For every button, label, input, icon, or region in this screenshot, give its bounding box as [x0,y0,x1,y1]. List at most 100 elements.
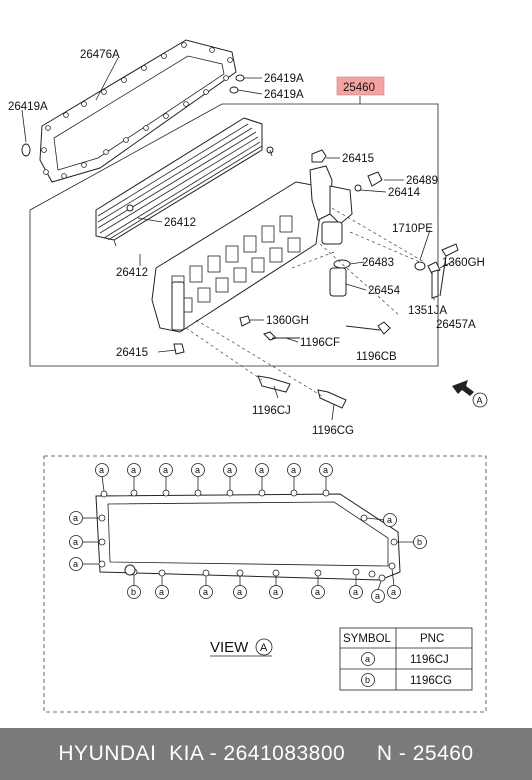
callout-1360gh-right: 1360GH [442,257,485,269]
svg-text:a: a [195,465,200,475]
callout-26476a: 26476A [80,49,120,61]
callout-26454: 26454 [368,285,401,297]
footer-text: HYUNDAI KIA - 2641083800 N - 25460 [58,742,474,765]
callout-25460: 25460 [343,82,375,94]
symbol-a: a [269,585,283,599]
washer-1351ja [431,269,439,299]
symbol-a: a [191,463,205,477]
callout-1196cb: 1196CB [356,351,397,363]
callout-1196cf: 1196CF [300,337,340,349]
symbol-b: b [127,585,141,599]
svg-text:b: b [131,587,136,597]
svg-text:a: a [353,587,358,597]
callout-26415-top: 26415 [342,153,374,165]
svg-text:b: b [417,537,422,547]
symbol-a: a [233,585,247,599]
table-row-pnc: 1196CJ [410,654,449,666]
callout-26419a-r1: 26419A [264,73,304,85]
svg-text:a: a [99,465,104,475]
oring-26419a-r2 [229,86,239,94]
callout-26419a-left: 26419A [8,101,48,113]
gasket-26476a [39,39,237,183]
symbol-a: a [69,535,83,549]
view-a-symbol-leaders [83,475,414,591]
svg-text:a: a [73,513,78,523]
assembly-dashed-lines [185,207,425,397]
svg-text:a: a [291,465,296,475]
table-row-symbol: a [365,654,370,664]
symbol-a: a [155,585,169,599]
highlight-25460 [336,76,385,96]
svg-text:a: a [163,465,168,475]
bolt-26457a [439,243,459,297]
nut-1360gh-lower [239,315,251,327]
view-a-symbols: a a a a a a a a a a a a b b a a a a a a … [69,463,427,603]
symbol-a: a [69,557,83,571]
valve-1710pe [414,261,426,271]
bolt-26415-left [173,343,185,355]
bolt-26415-top [311,149,327,163]
bolt-1196cg [317,389,347,409]
symbol-a: a [95,463,109,477]
svg-text:a: a [73,559,78,569]
callout-1196cj: 1196CJ [252,405,291,417]
symbol-a: a [383,513,397,527]
callout-1196cg: 1196CG [312,425,354,437]
svg-text:a: a [259,465,264,475]
view-a-label: VIEW [210,639,249,656]
plug-26489 [367,171,383,187]
oil-cooler-housing [151,165,353,333]
callout-26412-lower: 26412 [116,267,148,279]
filter-26454 [329,267,347,297]
symbol-a: a [255,463,269,477]
svg-text:a: a [387,515,392,525]
svg-text:a: a [375,591,380,601]
callout-26414: 26414 [388,187,421,199]
bolt-1196cf [263,331,300,341]
table-header-symbol: SYMBOL [343,633,392,645]
symbol-pnc-table: SYMBOL PNC a 1196CJ b 1196CG [339,627,473,691]
callout-1360gh-lower: 1360GH [266,315,309,327]
svg-text:a: a [203,587,208,597]
symbol-a: a [127,463,141,477]
symbol-a: a [159,463,173,477]
exploded-parts-diagram: 26476A 26419A 26419A 26419A 25460 26415 … [8,39,488,713]
assembly-outline [29,103,439,367]
oring-26419a-left [21,143,31,157]
view-direction-arrow [452,380,474,396]
symbol-a: a [311,585,325,599]
bolt-1196cj [257,375,291,393]
callout-1351ja: 1351JA [408,305,447,317]
oring-26414 [354,184,362,192]
symbol-a: a [69,511,83,525]
callout-26457a: 26457A [436,319,476,331]
seal-26483 [333,259,351,269]
symbol-a: a [223,463,237,477]
svg-text:a: a [131,465,136,475]
view-a-gasket [95,489,401,582]
symbol-a: a [199,585,213,599]
svg-text:a: a [391,587,396,597]
symbol-b: b [413,535,427,549]
callout-26483: 26483 [362,257,394,269]
callout-26489: 26489 [406,175,438,187]
symbol-a: a [319,463,333,477]
view-ref-letter: A [477,396,483,406]
svg-text:a: a [159,587,164,597]
table-row-symbol: b [365,675,370,685]
table-row-pnc: 1196CG [410,675,452,687]
callout-1710pe: 1710PE [392,223,433,235]
svg-text:a: a [315,587,320,597]
oring-26419a-r1 [235,74,245,82]
table-header-pnc: PNC [420,633,444,645]
leader-lines [21,57,453,421]
svg-text:a: a [323,465,328,475]
symbol-a: a [287,463,301,477]
view-a-symbol-letter: A [260,642,268,654]
svg-text:a: a [227,465,232,475]
view-a-box [43,455,487,713]
svg-text:a: a [73,537,78,547]
svg-text:a: a [237,587,242,597]
part-number-footer: HYUNDAI KIA - 2641083800 N - 25460 [0,728,532,780]
symbol-a: a [371,589,385,603]
